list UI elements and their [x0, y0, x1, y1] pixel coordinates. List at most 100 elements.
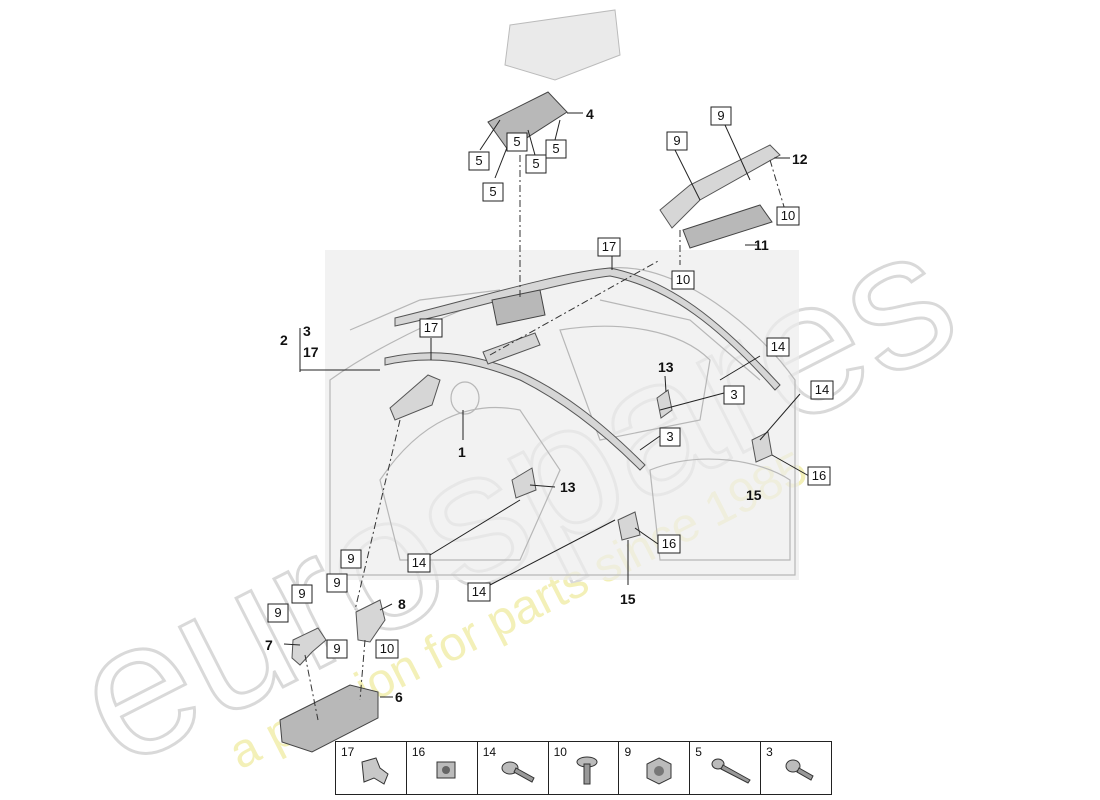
callout-label: 8: [398, 596, 406, 612]
svg-text:9: 9: [333, 641, 340, 656]
part-6-airbag: [279, 684, 379, 753]
callout-label: 13: [658, 359, 674, 375]
roof-module-outline: [504, 9, 621, 81]
legend-cell: 17: [336, 742, 407, 794]
svg-text:9: 9: [673, 133, 680, 148]
callout-box: 5: [482, 182, 504, 202]
svg-text:16: 16: [812, 468, 826, 483]
callout-label: 11: [754, 237, 769, 253]
svg-text:14: 14: [472, 584, 486, 599]
callout-label: 7: [265, 637, 273, 653]
long-screw-icon: [711, 758, 752, 784]
callout-label: 15: [746, 487, 762, 503]
callout-box: 5: [506, 132, 528, 152]
svg-text:9: 9: [717, 108, 724, 123]
part-13-upper: [656, 389, 673, 419]
callout-label: 4: [586, 106, 594, 122]
callout-box: 16: [657, 534, 681, 554]
svg-text:5: 5: [532, 156, 539, 171]
plain-callouts: 4 12 11 1 13 13 15 15 8 7 6: [265, 106, 808, 705]
svg-text:9: 9: [333, 575, 340, 590]
callout-label: 1: [458, 444, 466, 460]
callout-box: 9: [326, 573, 348, 593]
callout-label: 12: [792, 151, 808, 167]
callout-box: 14: [810, 380, 834, 400]
callout-box: 17: [597, 237, 621, 257]
callout-label: 15: [620, 591, 636, 607]
svg-text:5: 5: [513, 134, 520, 149]
callout-box: 3: [723, 385, 745, 405]
curtain-airbag-left: [384, 352, 646, 471]
curtain-airbag-roof: [394, 267, 781, 391]
flange-screw-icon: [576, 756, 598, 785]
svg-text:3: 3: [666, 429, 673, 444]
callout-box: 14: [407, 553, 431, 573]
legend-cell: 14: [478, 742, 549, 794]
part-13-lower: [511, 467, 537, 499]
callout-box: 10: [776, 206, 800, 226]
group-label: 2 3 17: [280, 323, 319, 360]
part-7-bracket: [291, 627, 327, 666]
part-12-bracket: [659, 144, 781, 229]
svg-text:5: 5: [552, 141, 559, 156]
part-11-airbag: [682, 204, 773, 249]
callout-box: 5: [468, 151, 490, 171]
fastener-legend: 17 16 14 10 9 5: [335, 741, 832, 795]
callout-box: 17: [419, 318, 443, 338]
svg-text:5: 5: [489, 184, 496, 199]
legend-number: 14: [482, 745, 497, 759]
legend-cell: 5: [690, 742, 762, 794]
callout-box: 9: [267, 603, 289, 623]
legend-number: 5: [695, 745, 702, 759]
leader-lines: [283, 112, 810, 698]
roof-console: [491, 289, 546, 326]
legend-cell: 3: [761, 742, 831, 794]
legend-number: 10: [553, 745, 567, 759]
flange-bolt-icon: [501, 761, 535, 783]
svg-text:10: 10: [781, 208, 795, 223]
clip-nut-icon: [436, 761, 456, 779]
callout-box: 9: [340, 549, 362, 569]
callout-box: 14: [766, 337, 790, 357]
parts: [279, 9, 781, 753]
callout-box: 3: [659, 427, 681, 447]
legend-number: 17: [341, 745, 355, 759]
callout-box: 9: [326, 639, 348, 659]
hex-nut-icon: [646, 757, 672, 785]
callout-box: 14: [467, 582, 491, 602]
svg-text:5: 5: [475, 153, 482, 168]
svg-text:10: 10: [676, 272, 690, 287]
svg-text:10: 10: [380, 641, 394, 656]
svg-text:17: 17: [424, 320, 438, 335]
group-label-item: 3: [303, 323, 311, 339]
part-8-bracket: [355, 599, 386, 643]
short-screw-icon: [785, 759, 814, 781]
svg-text:17: 17: [602, 239, 616, 254]
callout-box: 10: [375, 639, 399, 659]
part-15-sensor-front: [617, 511, 641, 541]
svg-text:9: 9: [347, 551, 354, 566]
dash-lines: [304, 155, 786, 721]
legend-number: 9: [624, 745, 632, 759]
legend-cell: 10: [549, 742, 620, 794]
knee-airbag: [389, 374, 441, 421]
svg-text:16: 16: [662, 536, 676, 551]
svg-text:9: 9: [274, 605, 281, 620]
callout-label: 13: [560, 479, 576, 495]
legend-cell: 9: [619, 742, 691, 794]
legend-number: 16: [411, 745, 426, 759]
svg-text:14: 14: [815, 382, 829, 397]
callout-box: 16: [807, 466, 831, 486]
group-label-item: 17: [303, 344, 319, 360]
callout-box: 10: [671, 270, 695, 290]
callout-box: 9: [291, 584, 313, 604]
callout-box: 9: [710, 106, 732, 126]
svg-text:14: 14: [771, 339, 785, 354]
callout-label: 6: [395, 689, 403, 705]
svg-text:9: 9: [298, 586, 305, 601]
bracket-clip-icon: [361, 757, 389, 785]
callout-box: 5: [545, 139, 567, 159]
group-label-number: 2: [280, 332, 288, 348]
legend-cell: 16: [407, 742, 478, 794]
